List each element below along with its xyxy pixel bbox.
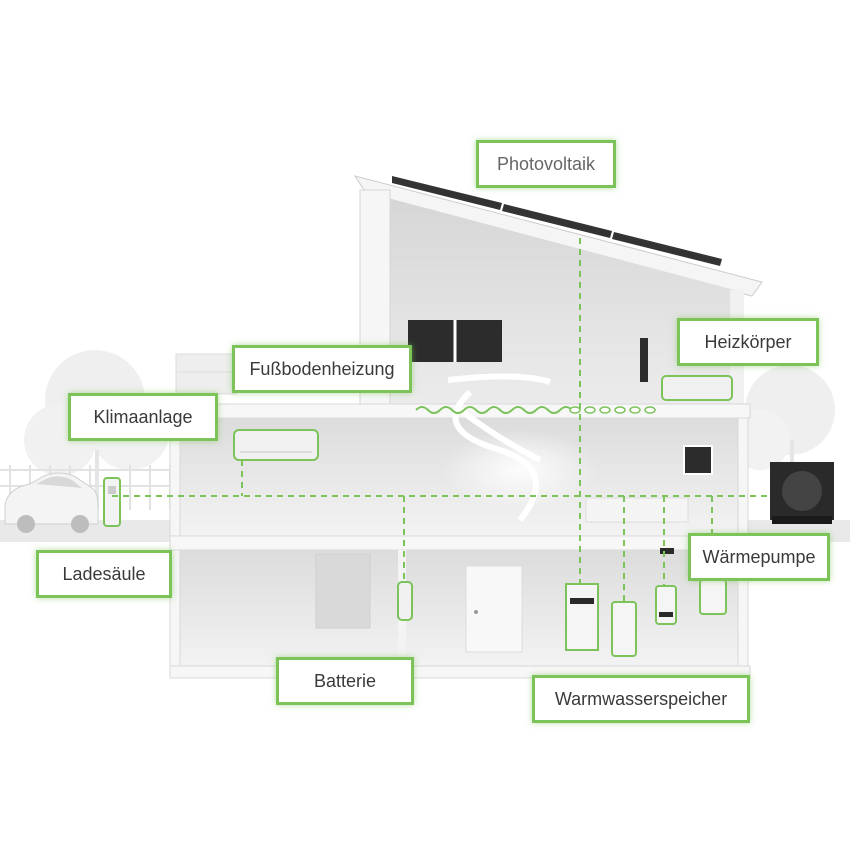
radiator — [661, 375, 733, 401]
heat-pump-outdoor-unit — [770, 462, 834, 524]
label-fussbodenheizung: Fußbodenheizung — [232, 345, 412, 393]
label-batterie: Batterie — [276, 657, 414, 705]
label-ladesaeule: Ladesäule — [36, 550, 172, 598]
energy-connection-lines — [112, 238, 770, 602]
battery-unit — [397, 581, 413, 621]
ceiling-light-glow — [440, 430, 600, 510]
middle-window — [683, 445, 713, 475]
label-waermepumpe: Wärmepumpe — [688, 533, 830, 581]
basement-door — [315, 553, 523, 653]
label-photovoltaik: Photovoltaik — [476, 140, 616, 188]
label-heizkoerper: Heizkörper — [677, 318, 819, 366]
background-building — [175, 353, 237, 395]
charging-station — [103, 477, 121, 527]
underfloor-heating-coil — [415, 406, 573, 414]
air-conditioner — [233, 429, 319, 461]
underfloor-heating-dots — [569, 406, 656, 414]
upper-window — [408, 320, 648, 382]
solar-panels — [392, 176, 722, 266]
storage-tank-units — [565, 548, 727, 657]
label-warmwasserspeicher: Warmwasserspeicher — [532, 675, 750, 723]
label-klimaanlage: Klimaanlage — [68, 393, 218, 441]
electric-car — [4, 472, 99, 533]
sideboard — [585, 497, 689, 523]
